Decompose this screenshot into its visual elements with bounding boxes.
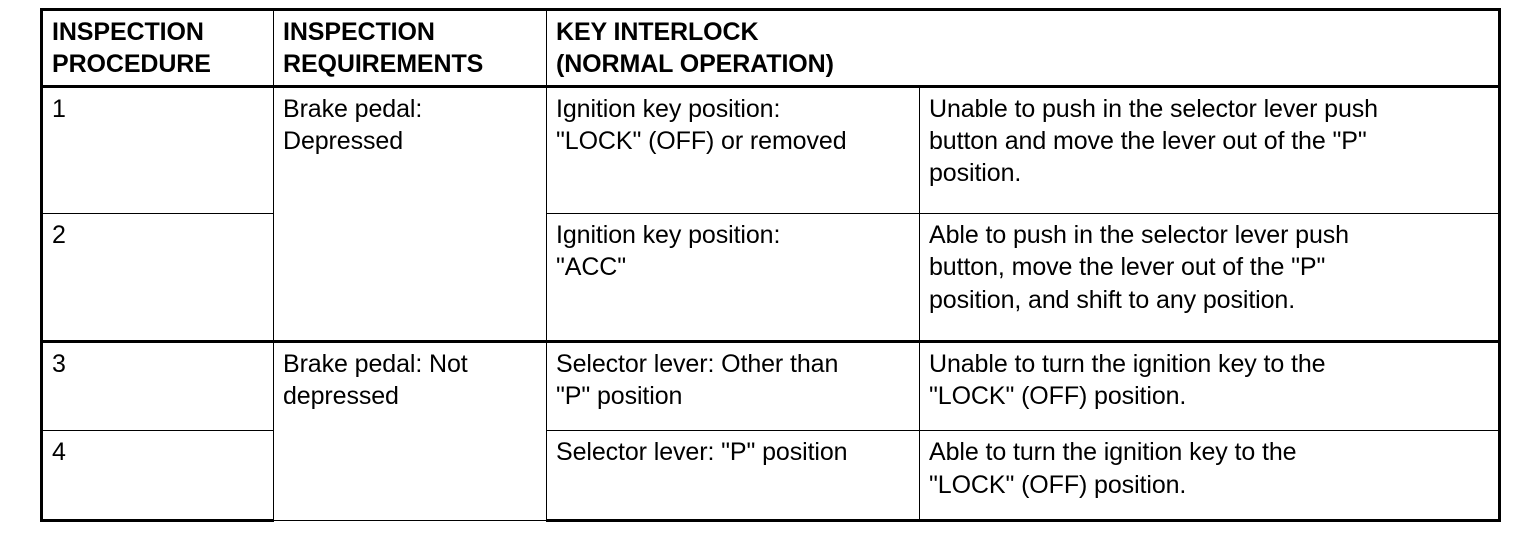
condition-line-2: "P" position bbox=[556, 382, 683, 411]
condition-line-1: Ignition key position: bbox=[556, 221, 781, 250]
result-line-3: position, and shift to any position. bbox=[929, 285, 1296, 314]
requirement-line-2: Depressed bbox=[283, 126, 403, 155]
header-row: INSPECTION PROCEDURE INSPECTION REQUIREM… bbox=[40, 8, 1502, 88]
cell-procedure-number: 2 bbox=[40, 213, 274, 343]
requirement-line-2: depressed bbox=[283, 382, 399, 411]
cell-key-condition: Ignition key position: "ACC" bbox=[546, 213, 920, 342]
table-sheet: INSPECTION PROCEDURE INSPECTION REQUIREM… bbox=[40, 8, 1502, 522]
condition-line-1: Selector lever: Other than bbox=[556, 349, 839, 378]
cell-expected-result: Able to turn the ignition key to the "LO… bbox=[918, 430, 1502, 522]
header-line-1: KEY INTERLOCK bbox=[556, 18, 759, 46]
cell-key-condition: Ignition key position: "LOCK" (OFF) or r… bbox=[546, 85, 920, 215]
result-line-2: button, move the lever out of the "P" bbox=[929, 253, 1326, 282]
condition-line-2: "ACC" bbox=[556, 253, 627, 282]
header-line-1: INSPECTION bbox=[52, 18, 204, 46]
result-line-2: "LOCK" (OFF) position. bbox=[929, 470, 1187, 499]
cell-key-condition: Selector lever: "P" position bbox=[546, 430, 920, 522]
result-line-2: "LOCK" (OFF) position. bbox=[929, 382, 1187, 411]
requirement-line-1: Brake pedal: Not bbox=[283, 349, 468, 378]
table-body: 1 Brake pedal: Depressed Ignition key po… bbox=[40, 85, 1502, 522]
result-line-1: Unable to push in the selector lever pus… bbox=[929, 94, 1378, 123]
condition-line-2: "LOCK" (OFF) or removed bbox=[556, 126, 847, 155]
table-row: 3 Brake pedal: Not depressed Selector le… bbox=[40, 339, 1502, 522]
column-header-key-interlock: KEY INTERLOCK (NORMAL OPERATION) bbox=[545, 8, 1502, 88]
cell-procedure-number: 3 bbox=[40, 339, 274, 432]
header-line-2: REQUIREMENTS bbox=[283, 50, 484, 79]
cell-key-condition: Selector lever: Other than "P" position bbox=[546, 339, 920, 432]
cell-procedure-number: 4 bbox=[40, 430, 274, 522]
result-line-1: Able to push in the selector lever push bbox=[929, 221, 1349, 250]
column-header-inspection-requirements: INSPECTION REQUIREMENTS bbox=[273, 8, 547, 88]
requirement-line-1: Brake pedal: bbox=[283, 94, 423, 123]
header-line-2: (NORMAL OPERATION) bbox=[556, 50, 834, 79]
result-line-1: Unable to turn the ignition key to the bbox=[929, 349, 1326, 378]
cell-inspection-requirement: Brake pedal: Not depressed bbox=[273, 339, 547, 522]
cell-expected-result: Unable to push in the selector lever pus… bbox=[918, 85, 1502, 215]
condition-line-1: Selector lever: "P" position bbox=[556, 438, 848, 467]
result-line-2: button and move the lever out of the "P" bbox=[929, 126, 1367, 155]
header-line-1: INSPECTION bbox=[283, 18, 435, 46]
result-line-1: Able to turn the ignition key to the bbox=[929, 438, 1297, 467]
condition-line-1: Ignition key position: bbox=[556, 94, 781, 123]
cell-procedure-number: 1 bbox=[40, 85, 274, 215]
column-header-inspection-procedure: INSPECTION PROCEDURE bbox=[40, 8, 274, 88]
result-line-3: position. bbox=[929, 159, 1022, 187]
cell-inspection-requirement: Brake pedal: Depressed bbox=[273, 85, 547, 342]
table-row: 2 Ignition key position: "ACC" Able to p… bbox=[40, 213, 1502, 343]
header-line-2: PROCEDURE bbox=[52, 50, 211, 79]
table-header: INSPECTION PROCEDURE INSPECTION REQUIREM… bbox=[40, 8, 1502, 88]
table-row: 1 Brake pedal: Depressed Ignition key po… bbox=[40, 85, 1502, 342]
cell-expected-result: Able to push in the selector lever push … bbox=[918, 213, 1502, 342]
key-interlock-inspection-table: INSPECTION PROCEDURE INSPECTION REQUIREM… bbox=[40, 8, 1502, 522]
table-row: 4 Selector lever: "P" position Able to t… bbox=[40, 430, 1502, 522]
cell-expected-result: Unable to turn the ignition key to the "… bbox=[918, 339, 1502, 432]
